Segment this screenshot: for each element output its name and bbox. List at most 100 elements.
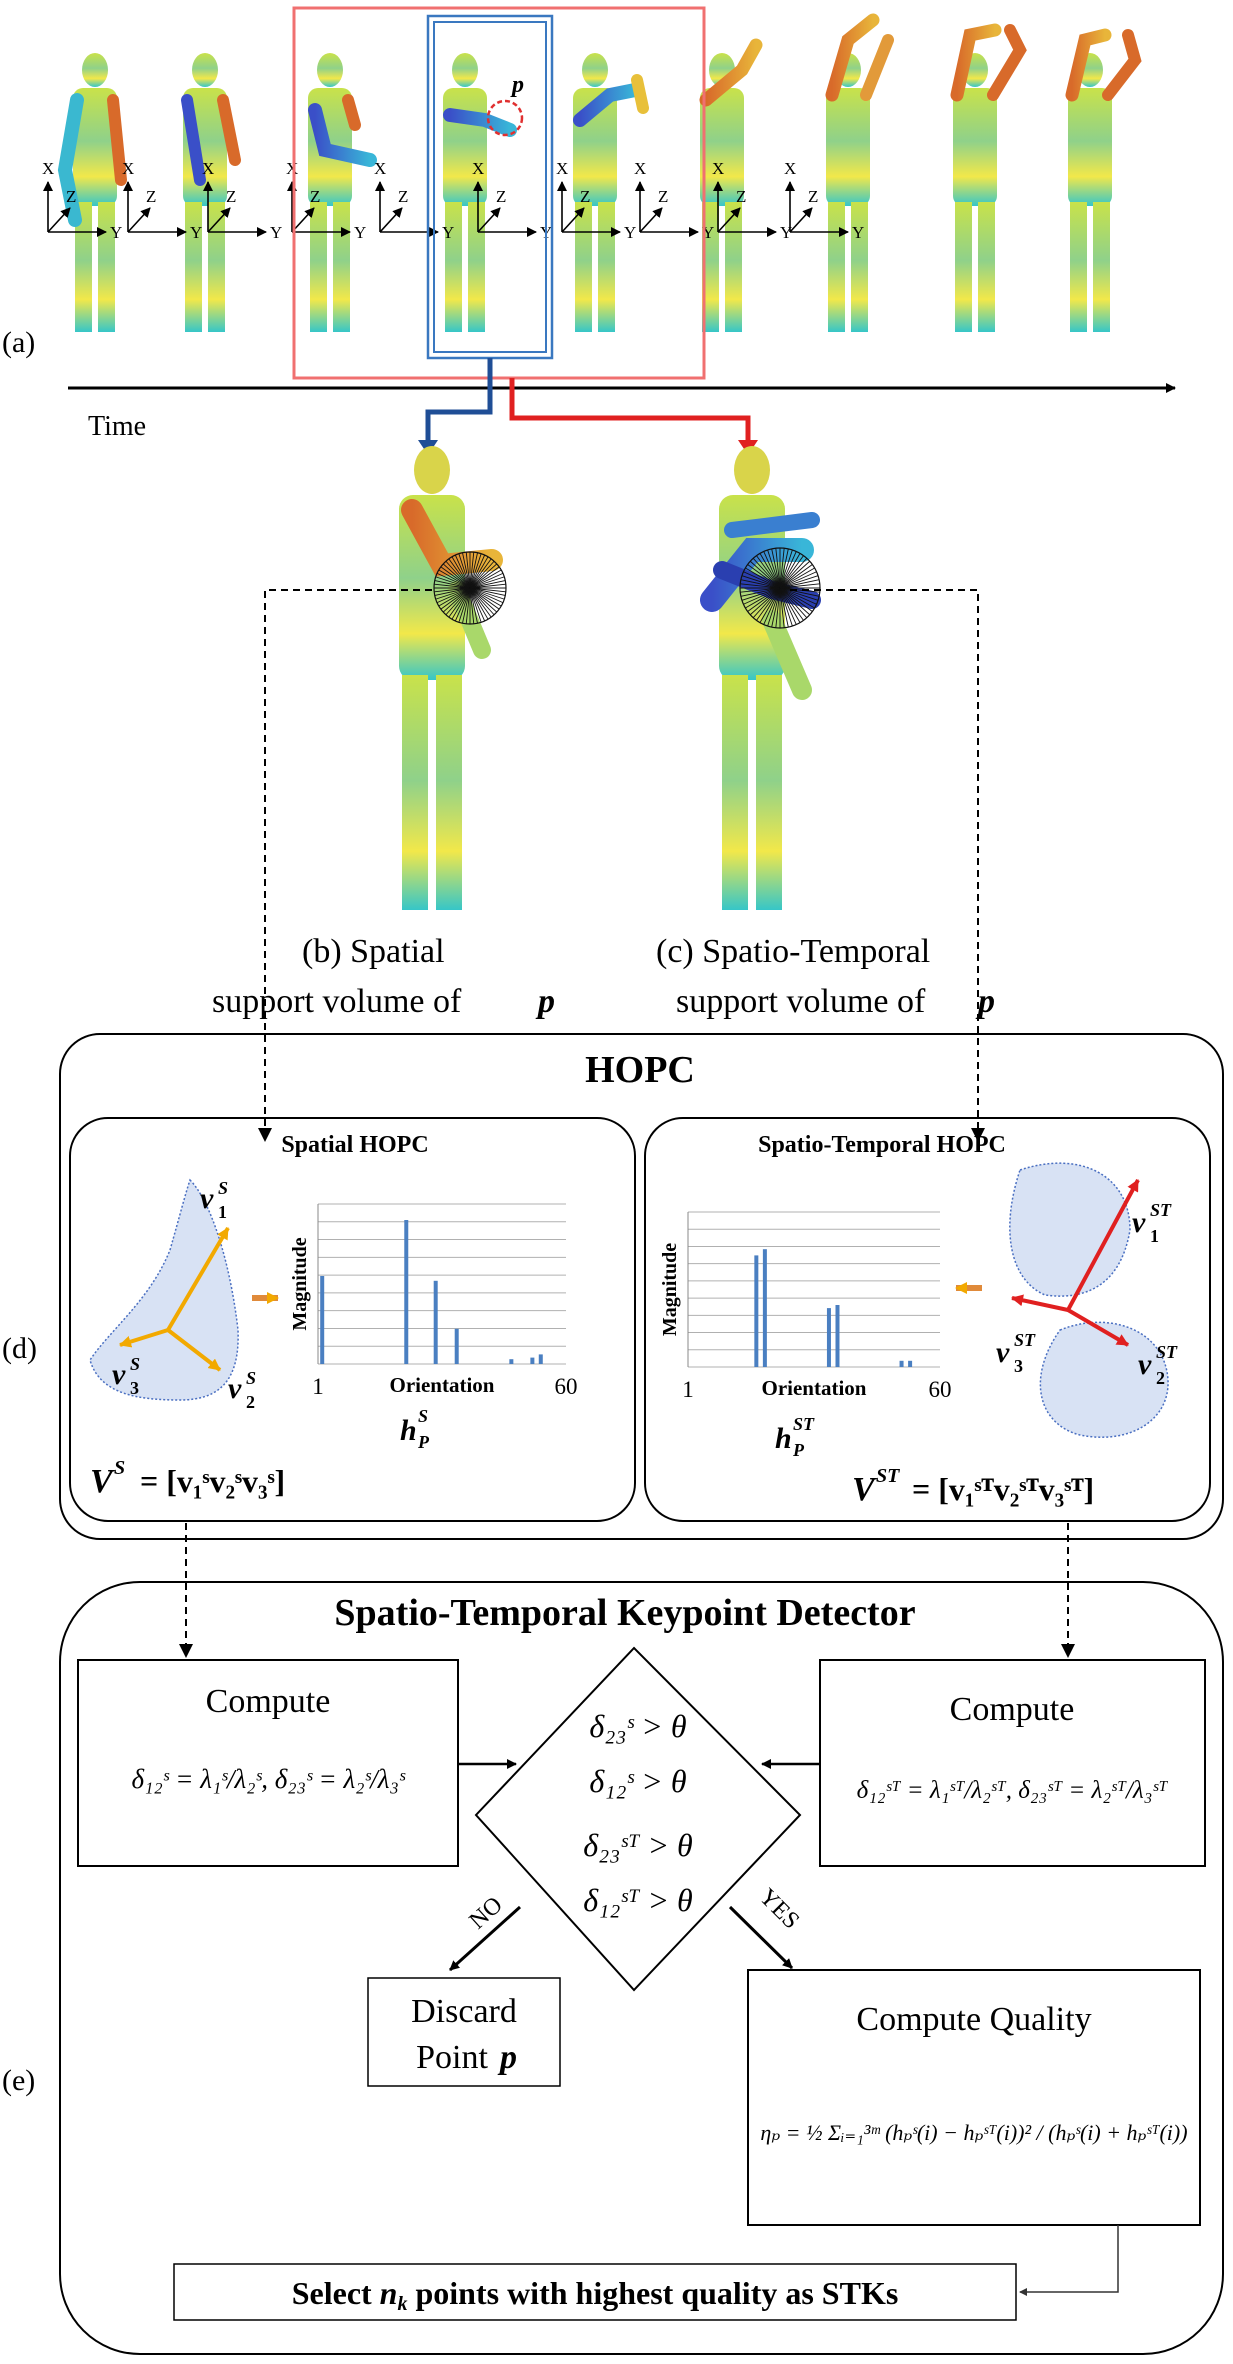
sphere-ray — [756, 555, 781, 589]
sphere-ray — [469, 556, 489, 589]
sphere-outline — [433, 551, 507, 625]
axis-z-label: Z — [310, 187, 320, 206]
pose-frame — [825, 13, 894, 332]
sphere-ray — [771, 548, 781, 589]
sphere-ray — [749, 587, 781, 616]
axis-triad: XYZ — [374, 159, 454, 242]
compute-quality-title: Compute Quality — [856, 2001, 1091, 2038]
hopc-title: HOPC — [585, 1049, 695, 1091]
sphere-ray — [763, 551, 781, 589]
sphere-ray — [469, 560, 495, 589]
spatial-v2-arrow — [166, 1328, 222, 1372]
condition-2: δ₁₂ˢ > θ — [589, 1763, 686, 1799]
sphere-ray — [779, 560, 811, 589]
sphere-ray — [779, 587, 820, 597]
condition-3: δ₂₃ˢᵀ > θ — [583, 1827, 693, 1863]
svg-text:h: h — [775, 1422, 792, 1455]
sphere-ray — [740, 587, 781, 597]
axis-y-label: Y — [354, 223, 366, 242]
axis-x-label: X — [286, 159, 298, 178]
sphere-ray — [775, 587, 781, 628]
spatiotemporal-v3-label: v ST 3 — [996, 1330, 1036, 1376]
hist-bar — [433, 1280, 438, 1364]
sphere-ray — [469, 566, 500, 589]
point-p-label: p — [510, 72, 524, 98]
no-label: NO — [465, 1892, 508, 1935]
detector-panel — [59, 1581, 1224, 2355]
svg-text:S: S — [246, 1368, 256, 1388]
sphere-ray — [745, 567, 781, 589]
hist-xmin: 1 — [312, 1374, 324, 1399]
pose-frame — [1065, 28, 1142, 332]
hopc-panel — [59, 1033, 1224, 1540]
sphere-ray — [779, 587, 813, 612]
svg-text:v: v — [228, 1372, 242, 1405]
spatiotemporal-v1-label: v ST 1 — [1132, 1200, 1172, 1246]
sphere-ray — [434, 580, 471, 589]
sphere-ray — [779, 587, 785, 628]
svg-text:ST: ST — [1014, 1330, 1036, 1350]
spatial-v1-arrow — [166, 1226, 230, 1332]
sphere-ray — [741, 587, 781, 601]
sphere-ray — [469, 587, 498, 613]
axis-z-label: Z — [580, 187, 590, 206]
sphere-ray — [469, 587, 486, 622]
hist-bar — [454, 1328, 459, 1364]
sphere-ray — [752, 557, 781, 589]
spatial-v2-label: v S 2 — [228, 1368, 256, 1412]
svg-text:V: V — [90, 1463, 115, 1500]
sphere-ray — [779, 571, 817, 589]
sphere-ray — [779, 587, 804, 621]
sphere-ray — [747, 564, 781, 589]
sphere-ray — [442, 587, 471, 613]
axis-triad: XYZ — [202, 159, 282, 242]
sphere-ray — [779, 587, 808, 619]
hist-xlabel: Orientation — [762, 1376, 867, 1400]
hist-bar — [835, 1305, 840, 1367]
sphere-ray — [434, 587, 471, 596]
sphere-ray — [465, 552, 471, 589]
discard-p: p — [497, 2039, 517, 2076]
compute-right-formula: δ₁₂ˢᵀ = λ₁ˢᵀ/λ₂ˢᵀ, δ₂₃ˢᵀ = λ₂ˢᵀ/λ₃ˢᵀ — [857, 1777, 1169, 1804]
discard-box — [367, 1977, 561, 2087]
hist-bar — [538, 1354, 543, 1364]
sphere-ray — [779, 553, 801, 589]
svg-text:ST: ST — [1150, 1200, 1172, 1220]
sphere-ray — [440, 587, 471, 610]
yes-label: YES — [754, 1884, 804, 1934]
spatiotemporal-support-sphere — [739, 547, 821, 629]
sphere-ray — [451, 587, 471, 620]
hist-bar — [908, 1360, 913, 1367]
sphere-ray — [469, 576, 505, 589]
axis-y-label: Y — [442, 223, 454, 242]
sphere-ray — [462, 587, 471, 624]
sphere-ray — [779, 567, 815, 589]
sphere-ray — [779, 587, 815, 609]
hist-xmax: 60 — [555, 1374, 578, 1399]
compute-quality-box — [747, 1969, 1201, 2226]
svg-text:v: v — [200, 1182, 214, 1215]
caption-c-line1: (c) Spatio-Temporal — [656, 933, 930, 970]
svg-text:S: S — [114, 1457, 125, 1479]
sphere-ray — [458, 553, 471, 589]
time-label: Time — [88, 411, 146, 442]
axis-triad: XYZ — [784, 159, 864, 242]
dashed-connector-spatiotemporal — [790, 589, 979, 1140]
sphere-ray — [747, 587, 781, 612]
sphere-ray — [779, 587, 817, 605]
axis-triad: XYZ — [472, 159, 552, 242]
axis-z-label: Z — [146, 187, 156, 206]
axis-z-label: Z — [736, 187, 746, 206]
axis-x-label: X — [634, 159, 646, 178]
sphere-ray — [435, 587, 471, 600]
caption-b-p: p — [535, 983, 555, 1020]
svg-text:= [v₁ˢv₂ˢv₃ˢ]: = [v₁ˢv₂ˢv₃ˢ] — [140, 1463, 285, 1499]
svg-text:P: P — [417, 1432, 430, 1452]
spatiotemporal-v1-arrow — [1066, 1179, 1140, 1311]
caption-c-line2: support volume of — [676, 983, 926, 1020]
quality-formula: ηₚ = ½ Σᵢ₌₁³ᵐ (hₚˢ(i) − hₚˢᵀ(i))² / (hₚˢ… — [760, 2120, 1187, 2145]
svg-text:S: S — [418, 1406, 428, 1426]
sphere-ray — [469, 587, 502, 607]
axis-z-label: Z — [66, 187, 76, 206]
row-e-label: (e) — [2, 2064, 35, 2097]
